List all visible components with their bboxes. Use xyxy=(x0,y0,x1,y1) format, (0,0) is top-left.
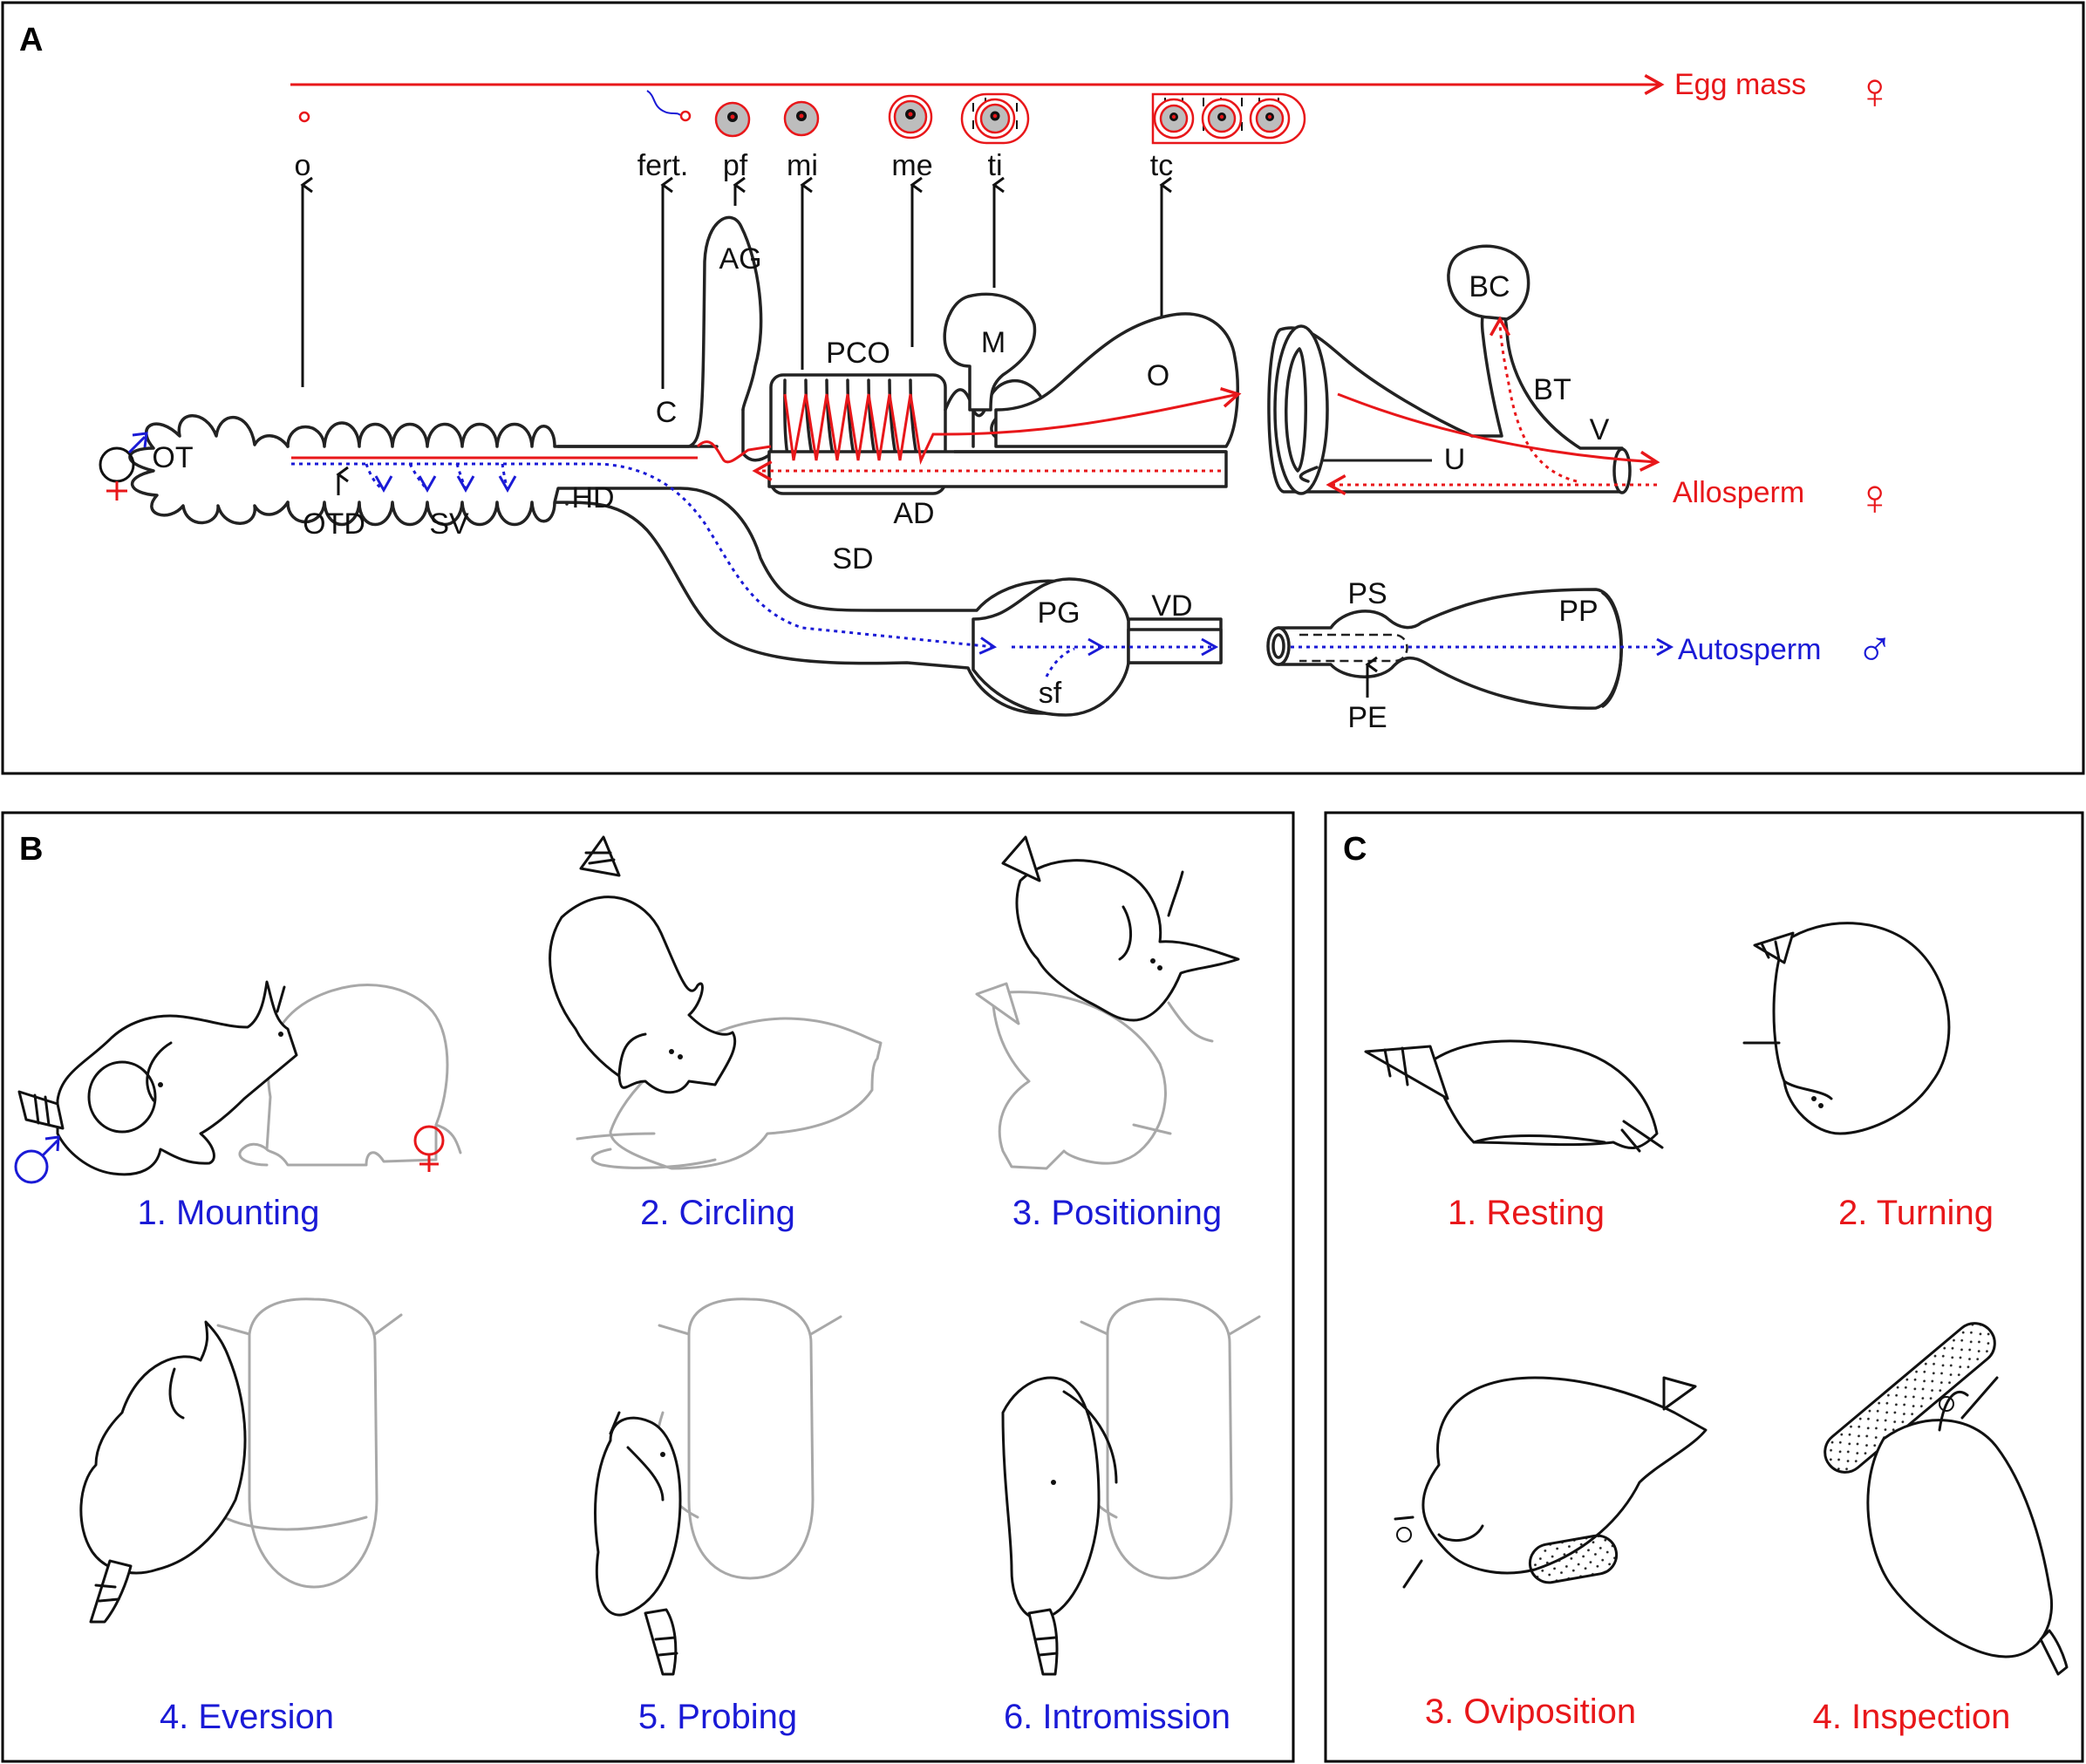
label-BC: BC xyxy=(1469,270,1510,303)
female-pathway xyxy=(696,316,1660,496)
allosperm-label: Allosperm xyxy=(1673,476,1804,509)
egg-mass-inspection xyxy=(1824,1322,1996,1474)
resting-snail-drawing xyxy=(1364,1039,1664,1153)
egg-mass-capsules-icon xyxy=(1151,92,1306,145)
egg-mass-female-symbol: ♀ xyxy=(1856,63,1894,119)
panel-a: A Egg mass ♀ xyxy=(1,1,2085,775)
egg-stage-icons xyxy=(298,90,1306,145)
behavior-probing-label: 5. Probing xyxy=(638,1698,797,1736)
label-C: C xyxy=(656,396,678,429)
mounting-snails-drawing xyxy=(17,980,462,1176)
label-pointer-arrows xyxy=(336,466,1378,698)
egg-stage-labels: o fert. pf mi me ti tc xyxy=(295,149,1174,182)
stage-label-o: o xyxy=(295,149,311,182)
stage-label-pf: pf xyxy=(723,149,748,182)
perivitelline-egg-icon xyxy=(714,101,751,138)
organ-labels: OT OTD SV HD C AG PCO M O AD SD PG VD sf… xyxy=(152,242,1609,734)
label-SV: SV xyxy=(429,507,469,541)
oviduct-region xyxy=(767,292,1239,495)
positioning-snails-drawing xyxy=(975,835,1240,1170)
stage-label-mi: mi xyxy=(787,149,818,182)
behavior-eversion-label: 4. Eversion xyxy=(160,1698,334,1736)
panel-c: C 1. xyxy=(1324,811,2084,1763)
stage-label-me: me xyxy=(891,149,932,182)
label-PG: PG xyxy=(1037,596,1080,630)
egg-mass-label: Egg mass xyxy=(1674,68,1806,101)
stage-arrows xyxy=(300,176,1172,389)
label-AD: AD xyxy=(893,497,934,530)
male-duct xyxy=(565,502,1623,717)
oviposition-snail-drawing xyxy=(1394,1376,1708,1589)
panel-c-letter: C xyxy=(1343,831,1367,868)
label-U: U xyxy=(1444,443,1466,476)
behavior-mounting-label: 1. Mounting xyxy=(137,1194,319,1232)
mounting-sex-symbols xyxy=(14,1125,445,1184)
inner-membrane-egg-icon xyxy=(783,100,820,137)
circling-snails-drawing xyxy=(549,835,883,1170)
panel-b-letter: B xyxy=(19,831,43,868)
label-M: M xyxy=(981,326,1006,359)
label-PE: PE xyxy=(1347,701,1387,734)
allosperm-female-symbol: ♀ xyxy=(1856,469,1894,526)
egg-mass-oviposition xyxy=(1528,1534,1619,1584)
behavior-circling-label: 2. Circling xyxy=(640,1194,795,1232)
outer-membrane-egg-icon xyxy=(888,94,933,140)
label-V: V xyxy=(1590,413,1610,446)
intromission-snails-drawing xyxy=(1001,1297,1261,1676)
label-sf: sf xyxy=(1039,677,1062,710)
inspection-snail-drawing xyxy=(1824,1322,2069,1676)
female-behavior-labels: 1. Resting 2. Turning 3. Oviposition 4. … xyxy=(1425,1194,2011,1736)
stage-label-tc: tc xyxy=(1150,149,1173,182)
egg-capsule-icon xyxy=(960,92,1030,145)
male-behavior-labels: 1. Mounting 2. Circling 3. Positioning 4… xyxy=(137,1194,1230,1736)
label-O: O xyxy=(1147,359,1169,392)
stage-label-fert: fert. xyxy=(637,149,689,182)
oocyte-icon xyxy=(298,111,310,123)
autosperm-label: Autosperm xyxy=(1678,633,1821,666)
panel-a-letter: A xyxy=(19,22,43,58)
sperm-icon xyxy=(646,90,681,116)
autosperm-male-symbol: ♂ xyxy=(1856,621,1894,678)
eversion-snails-drawing xyxy=(79,1297,403,1624)
probing-snails-drawing xyxy=(594,1297,842,1676)
behavior-turning-label: 2. Turning xyxy=(1838,1194,1994,1232)
panel-b: B xyxy=(1,811,1295,1763)
label-BT: BT xyxy=(1533,373,1571,406)
label-SD: SD xyxy=(832,542,873,576)
label-VD: VD xyxy=(1151,589,1192,623)
behavior-oviposition-label: 3. Oviposition xyxy=(1425,1692,1636,1731)
label-AG: AG xyxy=(719,242,761,276)
label-PS: PS xyxy=(1347,577,1387,610)
fertilized-egg-icon xyxy=(679,110,692,122)
label-PCO: PCO xyxy=(826,337,890,370)
label-HD: HD xyxy=(571,481,614,514)
hermaphrodite-symbol xyxy=(99,432,148,501)
label-PP: PP xyxy=(1558,595,1598,628)
male-pathway xyxy=(291,462,1674,678)
behavior-resting-label: 1. Resting xyxy=(1448,1194,1605,1232)
behavior-inspection-label: 4. Inspection xyxy=(1813,1698,2011,1736)
turning-snail-drawing xyxy=(1742,922,1951,1135)
label-OT: OT xyxy=(152,441,193,474)
behavior-positioning-label: 3. Positioning xyxy=(1012,1194,1222,1232)
label-OTD: OTD xyxy=(303,507,365,541)
stage-label-ti: ti xyxy=(988,149,1003,182)
behavior-intromission-label: 6. Intromission xyxy=(1004,1698,1230,1736)
